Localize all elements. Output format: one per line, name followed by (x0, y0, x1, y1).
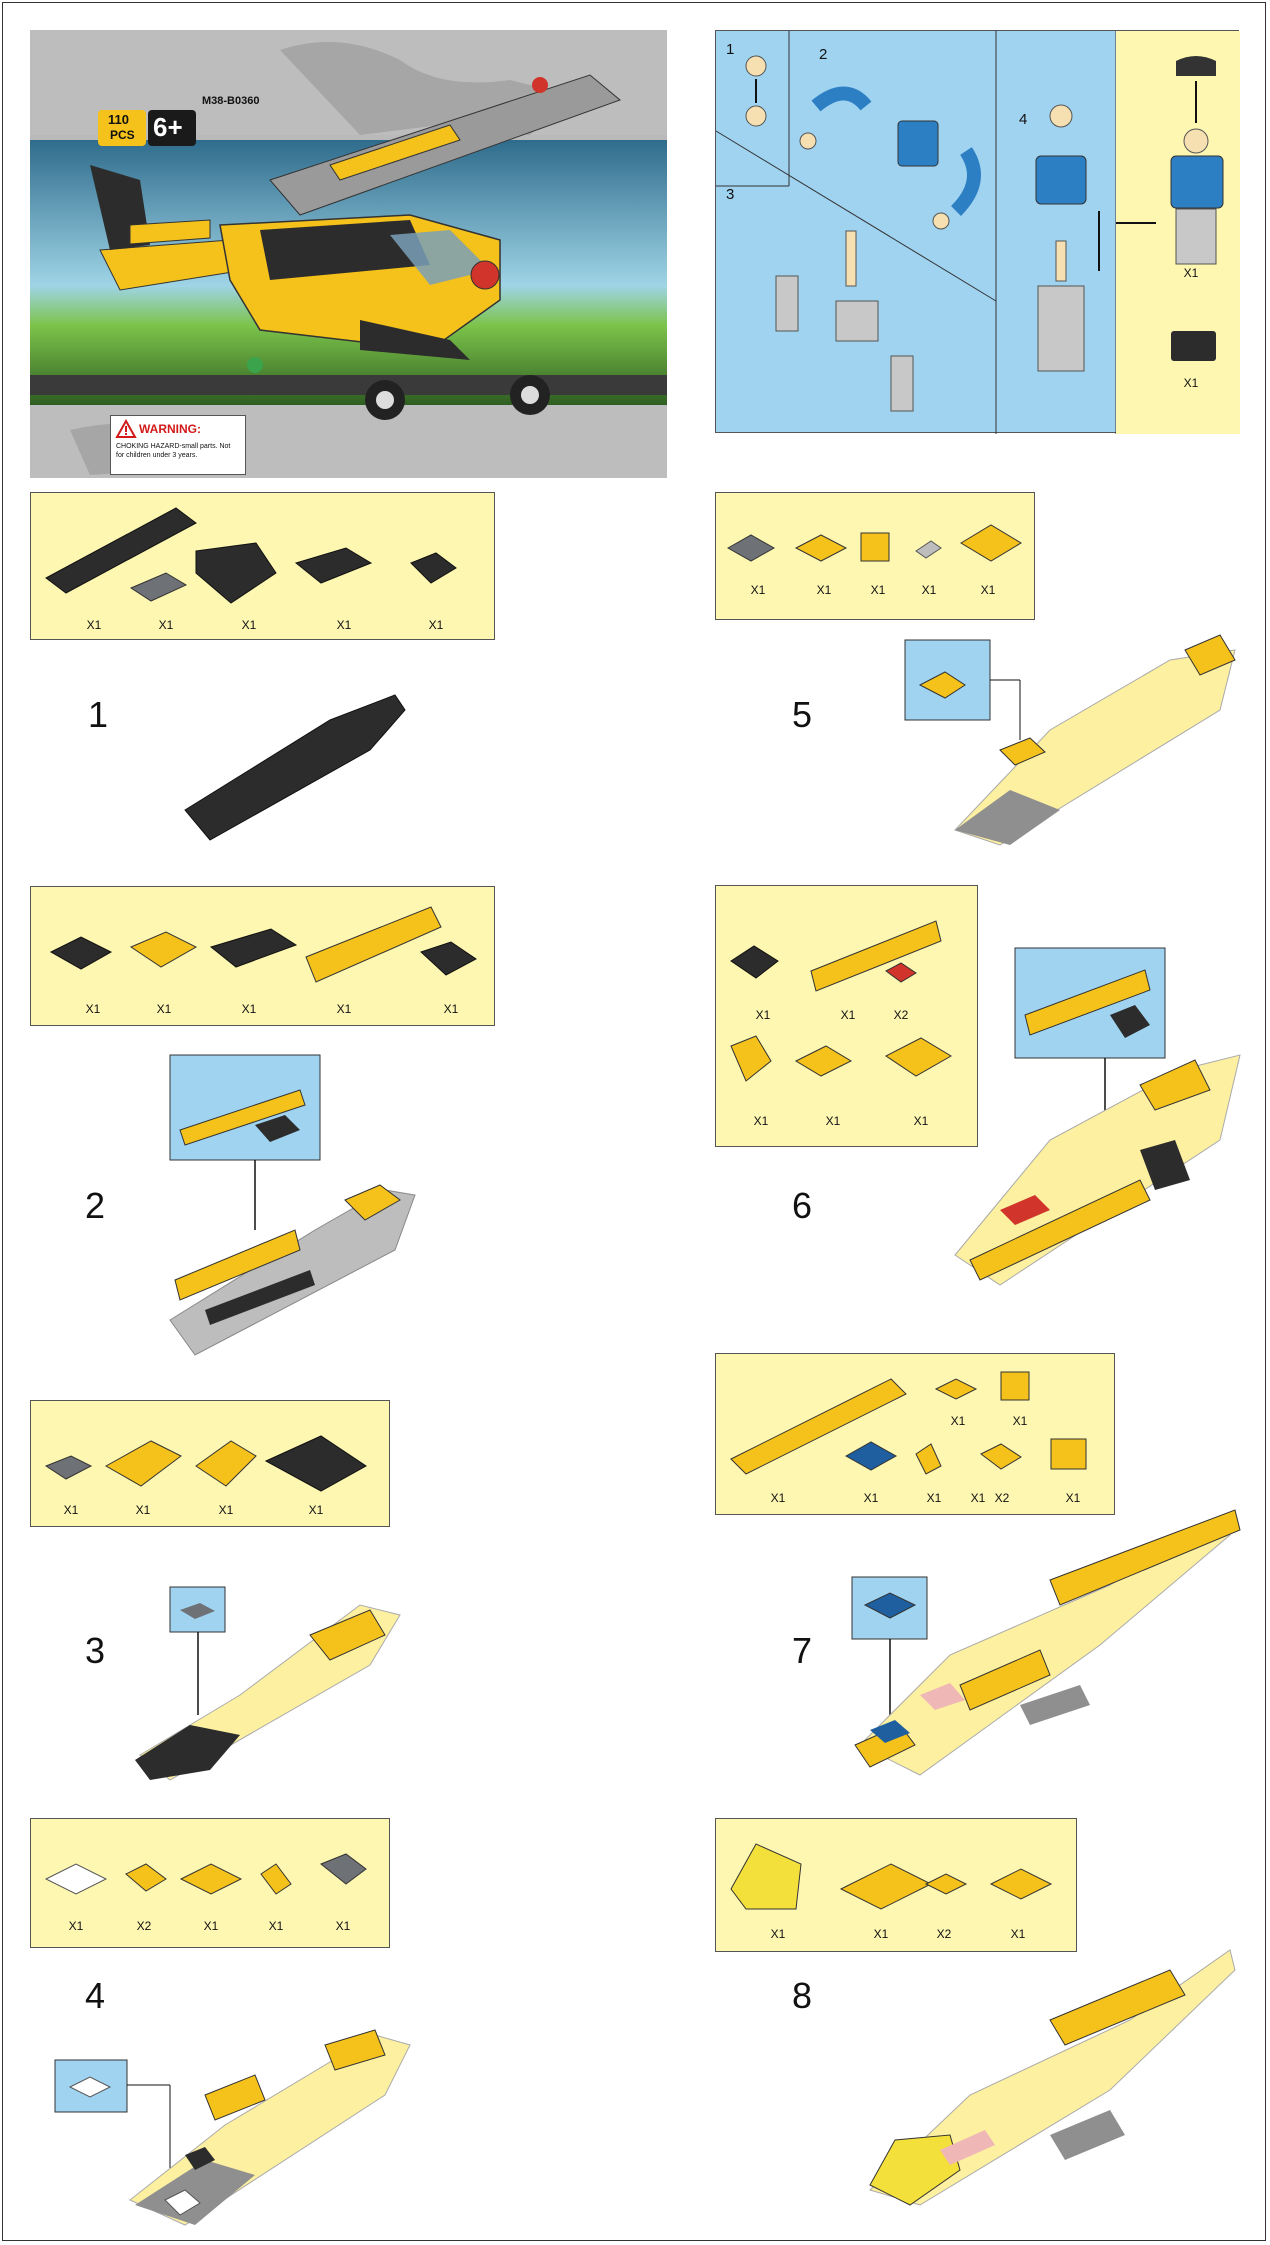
part-count: X1 (1010, 1927, 1026, 1941)
part-count: X1 (825, 1114, 841, 1128)
step-number: 1 (88, 694, 109, 735)
part-count: X1 (63, 1503, 79, 1517)
part-count: X1 (336, 1002, 352, 1016)
step-3-parts-illustration (44, 1435, 367, 1492)
part-count: X1 (753, 1114, 769, 1128)
part-count: X1 (268, 1919, 284, 1933)
part-count: X1 (1012, 1414, 1028, 1428)
part-count: X1 (921, 583, 937, 597)
step-8-assembly (869, 1949, 1236, 2206)
part-count: X1 (68, 1919, 84, 1933)
step-6-parts-box: X1 X1 X2 X1 X1 X1 (715, 885, 978, 1147)
part-count: X1 (926, 1491, 942, 1505)
box-cover-image: 110 PCS 6+ M38-B0360 WARNING: CHOKING HA… (30, 30, 667, 478)
part-count: X1 (85, 1002, 101, 1016)
step-number: 3 (85, 1630, 106, 1671)
step-7-parts-box: X1 X1 X1 X1 X1 X1 X2 X1 (715, 1353, 1115, 1515)
minifig-step-2: 2 (819, 46, 828, 63)
part-count: X1 (86, 618, 102, 632)
step-number: 7 (792, 1630, 813, 1671)
step-8-parts-box: X1 X1 X2 X1 (715, 1818, 1077, 1952)
step-6-assembly (954, 947, 1241, 1286)
pieces-number: 110 (108, 112, 129, 127)
step-6-parts-illustration (730, 920, 952, 1082)
step-3-parts-box: X1 X1 X1 X1 (30, 1400, 390, 1527)
part-count: X1 (863, 1491, 879, 1505)
minifigure-diagram (715, 31, 1240, 434)
model-number: M38-B0360 (202, 95, 260, 107)
part-count: X2 (936, 1927, 952, 1941)
part-count: X1 (156, 1002, 172, 1016)
part-count: X1 (218, 1503, 234, 1517)
part-count: X1 (203, 1919, 219, 1933)
step-3-assembly (135, 1586, 401, 1781)
age-badge: 6+ (148, 110, 196, 146)
part-count: X1 (816, 583, 832, 597)
part-count: X1 (428, 618, 444, 632)
part-count: X1 (1065, 1491, 1081, 1505)
part-count: X1 (443, 1002, 459, 1016)
step-4-assembly (54, 2029, 411, 2226)
minifig-step-3: 3 (726, 186, 735, 203)
step-8-parts-illustration (730, 1843, 1053, 1910)
step-number: 5 (792, 694, 813, 735)
part-count: X2 (136, 1919, 152, 1933)
part-count: X1 (135, 1503, 151, 1517)
step-2-parts-illustration (49, 906, 477, 983)
step-2-parts-box: X1 X1 X1 X1 X1 (30, 886, 495, 1026)
step-5-parts-box: X1 X1 X1 X1 X1 (715, 492, 1035, 620)
part-count: X1 (840, 1008, 856, 1022)
warning-title: WARNING: (139, 422, 201, 436)
minifigure-panel: 1 2 3 4 X1 X1 (715, 30, 1240, 434)
minifig-step-1: 1 (726, 41, 735, 58)
pieces-label: PCS (110, 128, 135, 142)
part-count: X1 (913, 1114, 929, 1128)
warning-body: CHOKING HAZARD-small parts. Not for chil… (116, 443, 231, 459)
part-count: X1 (950, 1414, 966, 1428)
pieces-badge: 110 PCS (98, 110, 146, 146)
step-5-parts-illustration (726, 524, 1022, 562)
part-count: X2 (994, 1491, 1010, 1505)
step-7-parts-illustration (730, 1371, 1087, 1475)
step-number: 6 (792, 1185, 813, 1226)
part-count: X1 (770, 1491, 786, 1505)
step-4-parts-illustration (44, 1853, 367, 1895)
minifig-count: X1 (1183, 266, 1199, 280)
step-number: 4 (85, 1975, 106, 2016)
step-1-parts-illustration (45, 507, 457, 604)
step-5-assembly (904, 634, 1236, 846)
part-count: X1 (980, 583, 996, 597)
warning-icon (115, 418, 137, 438)
step-1-parts-box: X1 X1 X1 X1 X1 (30, 492, 495, 640)
part-count: X1 (873, 1927, 889, 1941)
step-4-parts-box: X1 X2 X1 X1 X1 (30, 1818, 390, 1948)
choking-warning: WARNING: CHOKING HAZARD-small parts. Not… (110, 415, 246, 475)
part-count: X1 (970, 1491, 986, 1505)
part-count: X1 (241, 618, 257, 632)
part-count: X1 (158, 618, 174, 632)
part-count: X1 (308, 1503, 324, 1517)
part-count: X1 (750, 583, 766, 597)
step-1-assembly (184, 694, 406, 841)
part-count: X1 (241, 1002, 257, 1016)
cover-illustration (30, 30, 667, 478)
part-count: X1 (770, 1927, 786, 1941)
step-7-assembly (851, 1509, 1241, 1776)
step-number: 2 (85, 1185, 106, 1226)
step-2-assembly (169, 1054, 416, 1356)
part-count: X1 (335, 1919, 351, 1933)
age-label: 6+ (153, 112, 183, 142)
part-count: X1 (336, 618, 352, 632)
minifig-step-4: 4 (1019, 111, 1028, 128)
accessory-count: X1 (1183, 376, 1199, 390)
step-number: 8 (792, 1975, 813, 2016)
part-count: X1 (755, 1008, 771, 1022)
part-count: X2 (893, 1008, 909, 1022)
helicopter-model (90, 74, 621, 420)
part-count: X1 (870, 583, 886, 597)
